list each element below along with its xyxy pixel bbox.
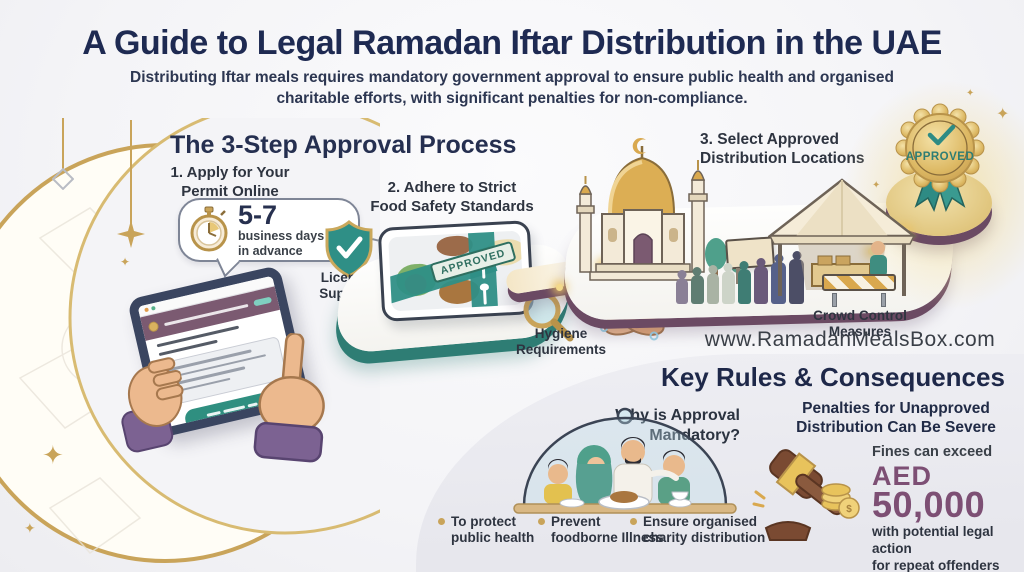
mosque-illustration <box>576 138 708 281</box>
approved-badge-icon: APPROVED <box>895 103 985 212</box>
sparkle-icon: ✦ <box>24 520 36 536</box>
bullet-text: Prevent foodborne Illness <box>551 514 664 546</box>
glow-dot <box>556 284 563 291</box>
page-title: A Guide to Legal Ramadan Iftar Distribut… <box>82 24 942 62</box>
gavel-icon: $ <box>752 449 860 541</box>
bullet-dot-icon <box>630 518 637 525</box>
hanging-ornament-line <box>130 120 132 226</box>
sparkle-icon: ✦ <box>120 255 131 269</box>
bullet-text: To protect public health <box>451 514 535 546</box>
page-subtitle: Distributing Iftar meals requires mandat… <box>130 69 894 107</box>
sparkle-icon: ✦ <box>966 88 975 99</box>
licensed-shield-icon <box>325 220 373 278</box>
portal-logo-icon <box>147 320 160 333</box>
process-heading: The 3-Step Approval Process <box>170 131 517 159</box>
duration-value: 5-7 <box>238 200 278 231</box>
why-bullet-item: Ensure organised charity distribution <box>630 514 770 546</box>
bullet-text: Ensure organised charity distribution <box>643 514 766 546</box>
fine-amount: 50,000 <box>872 484 986 525</box>
svg-text:APPROVED: APPROVED <box>906 151 975 163</box>
why-bullet-item: To protect public health <box>438 514 556 546</box>
diamond-ornament-icon <box>52 168 74 190</box>
crowd-barrier-icon <box>822 274 896 307</box>
hygiene-requirements-label: Hygiene Requirements <box>515 326 607 358</box>
step2-label: 2. Adhere to Strict Food Safety Standard… <box>370 179 534 215</box>
svg-text:$: $ <box>846 504 852 515</box>
left-hand-illustration <box>121 357 184 453</box>
sparkle-icon: ✦ <box>996 106 1010 123</box>
glow-dot <box>868 248 875 255</box>
bullet-dot-icon <box>438 518 445 525</box>
pointing-hand-illustration <box>253 332 325 463</box>
website-url: www.RamadanMealsBox.com <box>704 328 996 351</box>
sparkle-icon: ✦ <box>42 440 64 470</box>
rules-heading: Key Rules & Consequences <box>661 362 1005 392</box>
tablet-application-illustration <box>97 245 368 501</box>
step1-label: 1. Apply for Your Permit Online <box>170 164 290 200</box>
step3-label: 3. Select Approved Distribution Location… <box>700 131 865 168</box>
distribution-tent-illustration <box>768 178 916 296</box>
fine-currency: AED <box>872 461 933 491</box>
penalty-note: with potential legal action for repeat o… <box>872 524 1000 572</box>
stopwatch-icon <box>190 206 228 252</box>
sparkle-icon: ✦ <box>872 180 881 191</box>
duration-note: business days in advance <box>238 229 325 258</box>
magnifier-icon <box>523 291 574 342</box>
crowd-control-label: Crowd Control Measures <box>813 308 907 340</box>
bullet-dot-icon <box>538 518 545 525</box>
star-ornament-icon <box>117 220 145 248</box>
family-iftar-illustration <box>513 407 737 514</box>
penalties-heading: Penalties for Unapproved Distribution Ca… <box>796 400 996 437</box>
hanging-ornament-line <box>62 118 64 170</box>
why-bullet-item: Prevent foodborne Illness <box>538 514 668 546</box>
fines-intro-text: Fines can exceed <box>872 444 993 460</box>
